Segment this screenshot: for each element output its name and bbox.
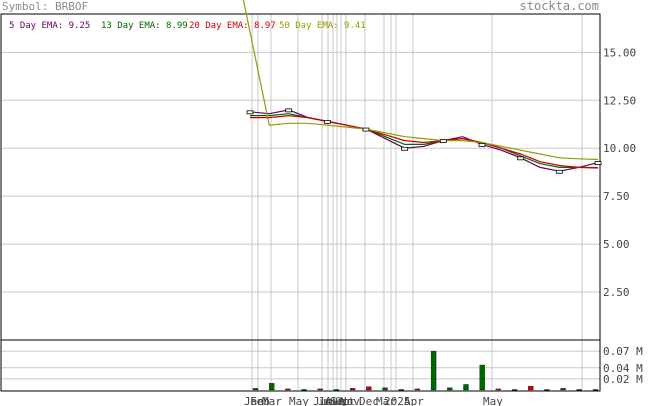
ema-line-50-day-ema	[242, 0, 599, 161]
volume-bar	[592, 389, 599, 391]
x-tick-label: May	[483, 395, 503, 406]
volume-bar	[317, 388, 323, 391]
volume-tick-label: 0.04 M	[603, 362, 643, 375]
volume-bar	[430, 350, 437, 391]
legend-5-day-ema: 5 Day EMA: 9.25	[9, 21, 90, 31]
x-tick-label: 2025	[384, 395, 411, 406]
price-candle	[478, 142, 486, 147]
volume-tick-label: 0.07 M	[603, 345, 643, 358]
volume-bar	[463, 384, 469, 391]
price-candle	[362, 127, 370, 132]
volume-bars	[252, 350, 599, 391]
price-candle	[439, 139, 447, 143]
price-tick-label: 15.00	[603, 46, 636, 59]
volume-bar	[285, 388, 291, 391]
price-candle	[401, 146, 409, 151]
ema-line-13-day-ema	[250, 113, 599, 169]
price-tick-label: 12.50	[603, 94, 636, 107]
volume-bar	[479, 364, 485, 391]
price-tick-label: 2.50	[603, 286, 630, 299]
volume-bar	[398, 389, 404, 391]
volume-bar	[528, 385, 534, 391]
ema-line-20-day-ema	[250, 114, 599, 169]
price-candle	[555, 169, 563, 174]
volume-tick-label: 0.02 M	[603, 373, 643, 386]
legend-50-day-ema: 50 Day EMA: 9.41	[279, 21, 366, 31]
price-tick-label: 5.00	[603, 238, 630, 251]
x-tick-label: Mar	[262, 395, 282, 406]
volume-bar	[301, 389, 307, 391]
x-tick-label: Jun	[313, 395, 333, 406]
volume-axis-ticks: 0.07 M 0.04 M0.02 M	[603, 345, 643, 386]
volume-bar	[576, 389, 582, 391]
volume-bar	[511, 389, 518, 391]
price-tick-label: 10.00	[603, 142, 636, 155]
ema-legend: 5 Day EMA: 9.25 13 Day EMA: 8.99 20 Day …	[9, 21, 366, 31]
price-candles	[246, 108, 602, 174]
volume-bar	[333, 389, 340, 391]
x-tick-label: Apr	[404, 395, 424, 406]
volume-bar	[495, 388, 502, 391]
price-candle	[323, 119, 331, 124]
x-tick-label: Jul	[318, 395, 338, 406]
volume-bar	[447, 387, 453, 391]
x-tick-label: Mar	[376, 395, 396, 406]
price-tick-label: 7.50	[603, 190, 630, 203]
volume-bar	[414, 388, 421, 391]
volume-bar	[544, 389, 550, 391]
volume-bar	[366, 386, 372, 391]
x-tick-label: Oct	[335, 395, 355, 406]
price-candle	[285, 108, 293, 113]
legend-20-day-ema: 20 Day EMA: 8.97	[189, 21, 276, 31]
volume-bar	[269, 383, 275, 391]
price-panel-border	[0, 13, 601, 392]
price-candle	[246, 110, 254, 115]
site-name[interactable]: stockta.com	[520, 0, 599, 13]
legend-13-day-ema: 13 Day EMA: 8.99	[101, 21, 188, 31]
volume-bar	[382, 387, 388, 391]
grid-lines	[1, 14, 600, 390]
volume-bar	[560, 388, 566, 391]
x-tick-label: Dec	[359, 395, 379, 406]
ema-line-5-day-ema	[249, 109, 599, 172]
x-tick-label: Jan	[244, 395, 264, 406]
x-tick-label: Nov	[340, 395, 360, 406]
price-candle	[517, 156, 525, 161]
x-tick-label: Feb	[250, 395, 270, 406]
x-tick-label: Aug	[325, 395, 345, 406]
price-axis-ticks: 15.00 12.50 10.00 7.50 5.00 2.50	[603, 46, 636, 299]
volume-bar	[349, 388, 356, 391]
x-tick-label: Sep	[330, 395, 350, 406]
x-tick-label: May	[289, 395, 309, 406]
volume-bar	[252, 388, 259, 391]
price-lines	[242, 0, 599, 172]
symbol-label: Symbol: BRBOF	[2, 0, 88, 13]
price-candle	[594, 161, 602, 166]
